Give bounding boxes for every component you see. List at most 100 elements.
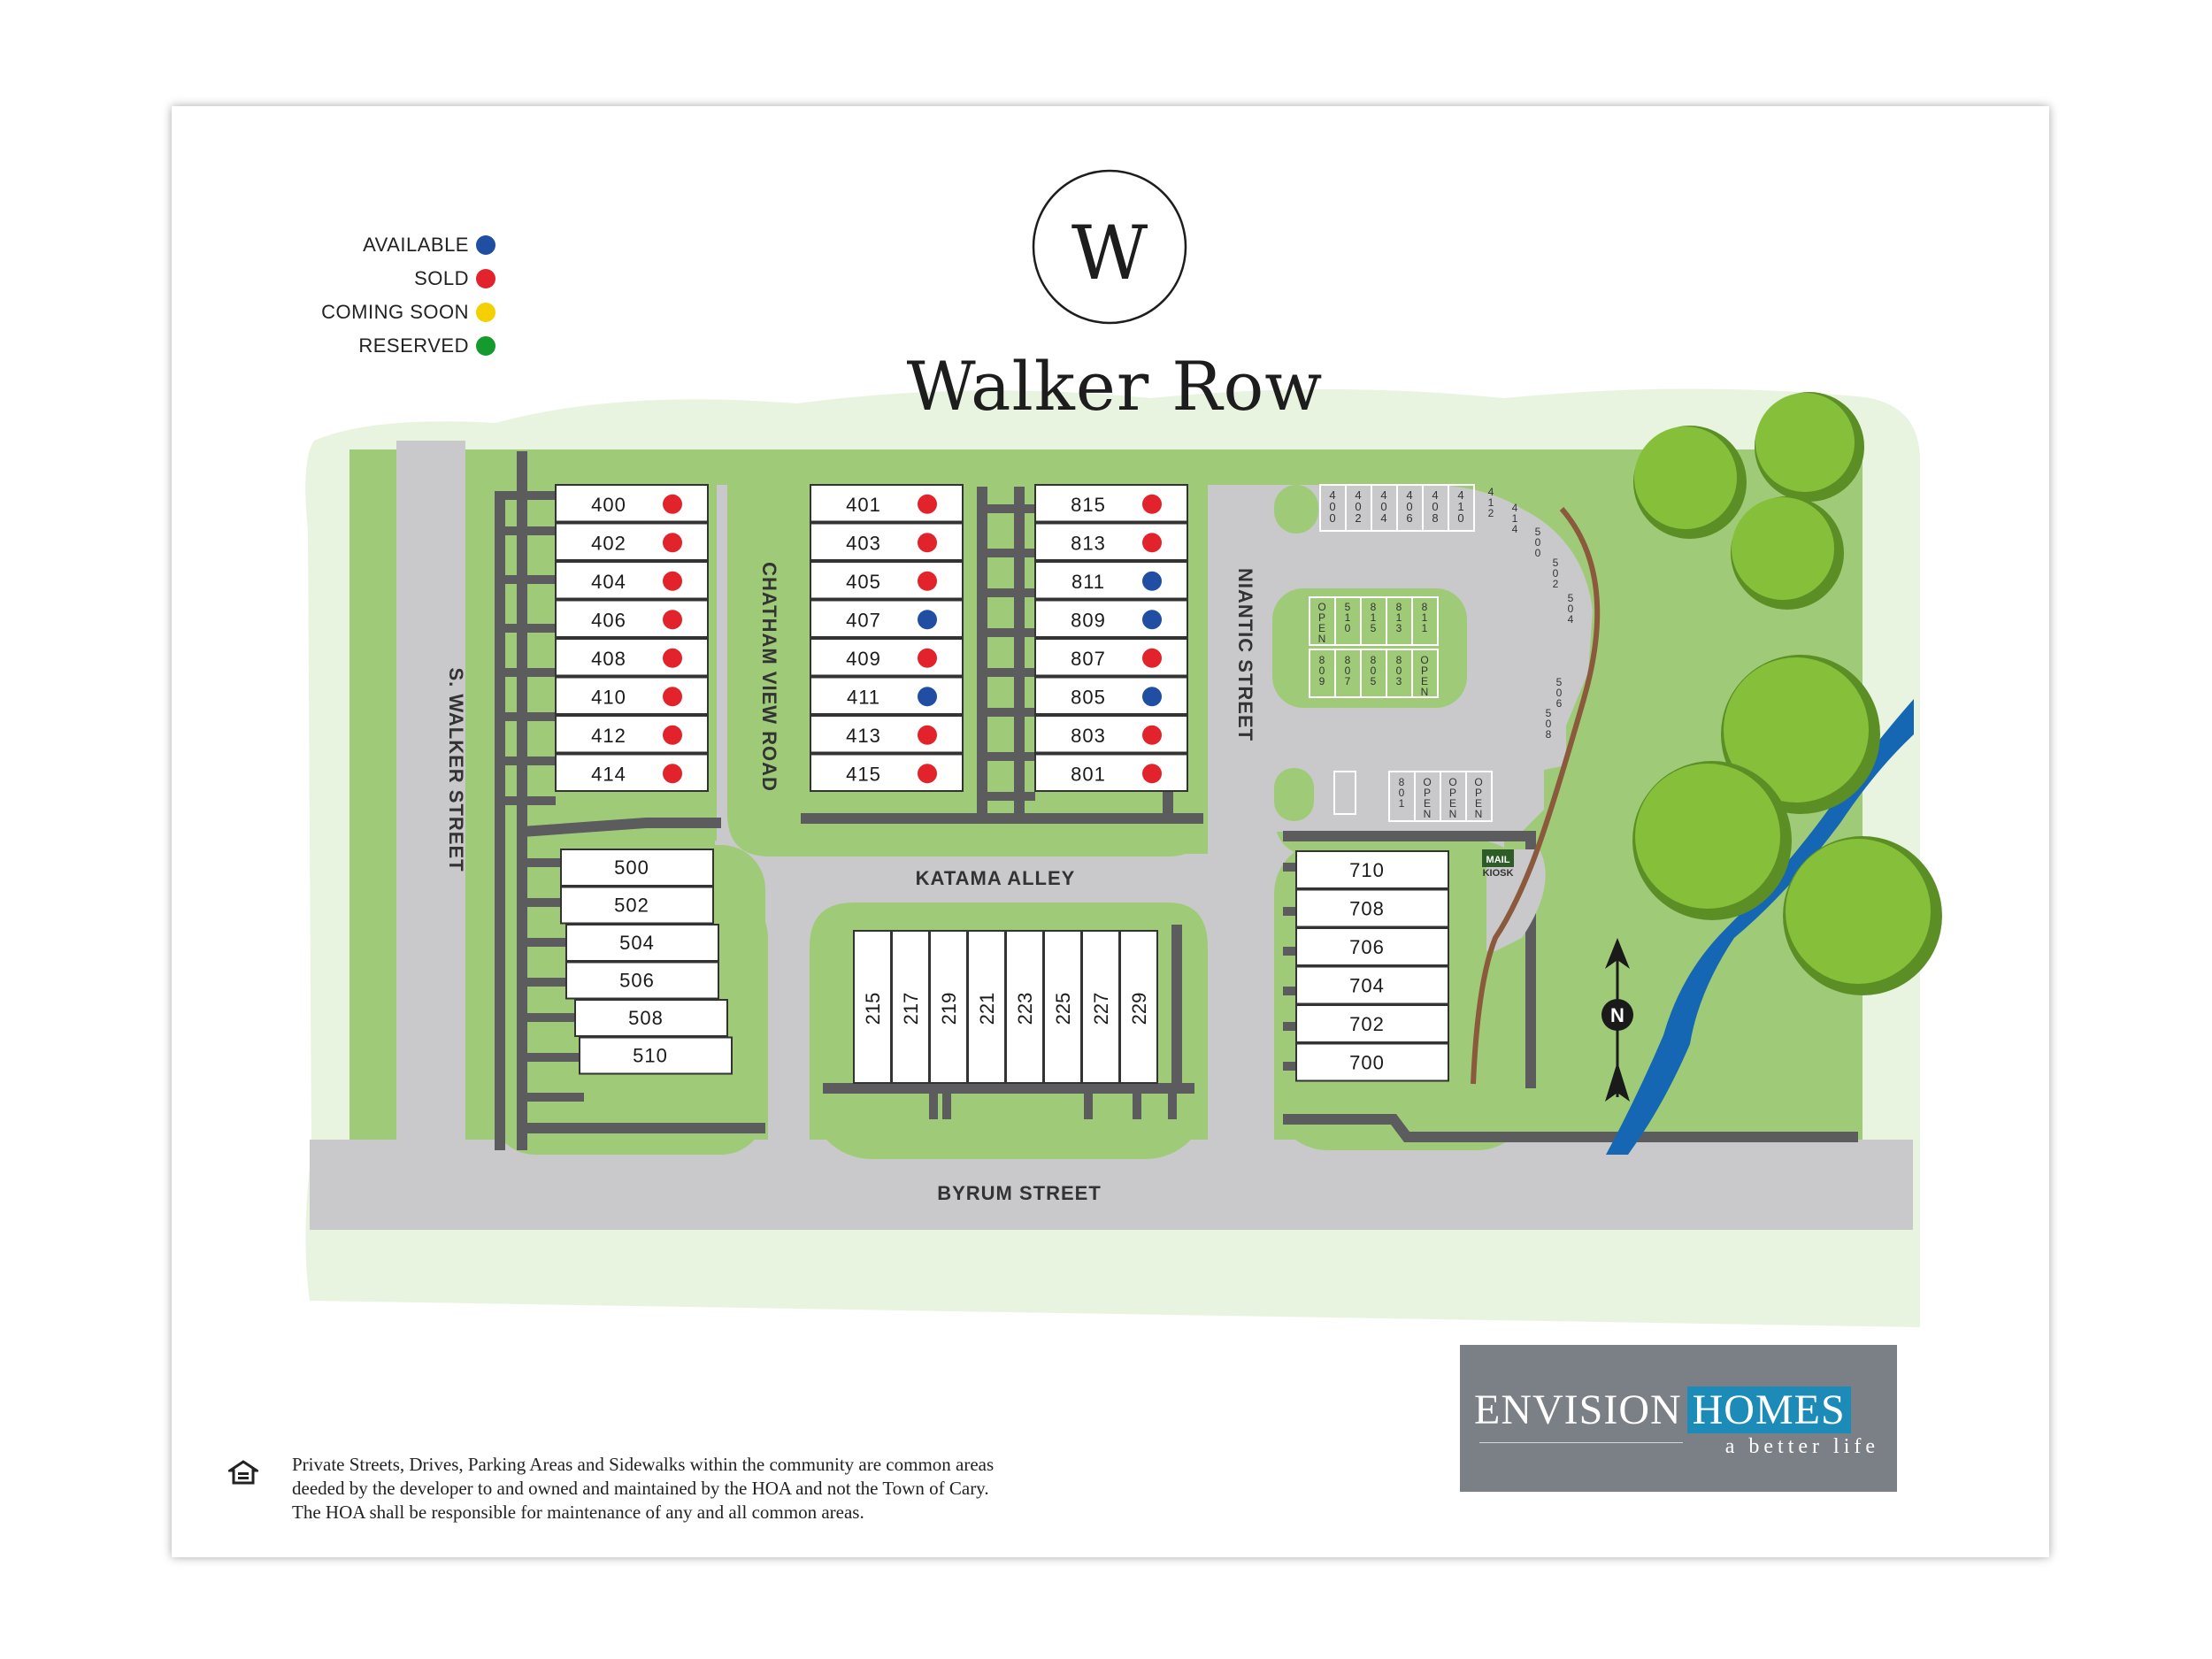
homesite-lot-815[interactable]: 815: [1034, 484, 1188, 523]
lot-status-dot-sold: [918, 533, 937, 553]
homesite-lot-702[interactable]: 702: [1295, 1004, 1449, 1043]
homesite-lot-704[interactable]: 704: [1295, 965, 1449, 1005]
homesite-lot-813[interactable]: 813: [1034, 522, 1188, 561]
homesite-lot-700[interactable]: 700: [1295, 1042, 1449, 1082]
lot-box: [1034, 638, 1188, 677]
lot-box: [810, 599, 964, 638]
parking-char: 0: [1396, 664, 1402, 677]
homesite-lot-403[interactable]: 403: [810, 522, 964, 561]
lot-number: 708: [1349, 898, 1385, 920]
homesite-lot-502[interactable]: 502: [560, 886, 714, 925]
homesite-lot-401[interactable]: 401: [810, 484, 964, 523]
street-label-niantic: NIANTIC STREET: [1234, 568, 1256, 741]
homesite-lot-227[interactable]: 227: [1081, 930, 1120, 1084]
lot-status-dot-sold: [918, 571, 937, 591]
parking-char: E: [1449, 797, 1456, 810]
homesite-lot-415[interactable]: 415: [810, 753, 964, 792]
parking-char: O: [1420, 654, 1428, 666]
lot-box: [1295, 888, 1449, 928]
parking-stall-label: 410: [1457, 488, 1463, 525]
street-label-s-walker: S. WALKER STREET: [445, 667, 467, 872]
homesite-lot-510[interactable]: 510: [579, 1036, 733, 1075]
homesite-lot-407[interactable]: 407: [810, 599, 964, 638]
parking-stall-label: 510: [1345, 601, 1351, 634]
lot-box: [967, 930, 1006, 1084]
lot-box: [555, 561, 709, 600]
homesite-lot-413[interactable]: 413: [810, 715, 964, 754]
homesite-lot-506[interactable]: 506: [565, 961, 719, 1000]
lot-box: [1295, 965, 1449, 1005]
lot-box: [1034, 753, 1188, 792]
lot-box: [810, 753, 964, 792]
sidewalk-stubs: [500, 491, 1296, 1119]
lot-number: 710: [1349, 859, 1385, 881]
homesite-lot-708[interactable]: 708: [1295, 888, 1449, 928]
homesite-lot-217[interactable]: 217: [891, 930, 930, 1084]
homesite-lot-500[interactable]: 500: [560, 849, 714, 887]
homesite-lot-219[interactable]: 219: [929, 930, 968, 1084]
mail-kiosk: [1482, 849, 1514, 867]
homesite-lot-221[interactable]: 221: [967, 930, 1006, 1084]
homesite-lot-706[interactable]: 706: [1295, 927, 1449, 966]
walker-row-logo: W: [1032, 169, 1187, 325]
homesite-lot-811[interactable]: 811: [1034, 561, 1188, 600]
homesite-lot-504[interactable]: 504: [565, 924, 719, 962]
homesite-lot-223[interactable]: 223: [1005, 930, 1044, 1084]
lot-status-dot-sold: [1142, 764, 1162, 784]
parking-char: 1: [1371, 611, 1377, 624]
parking-stall-label: 504: [1568, 592, 1574, 626]
parking-char: 5: [1345, 601, 1351, 613]
parking-stall-label: 506: [1556, 676, 1563, 710]
byrum-green-strip: [310, 1232, 1913, 1295]
homesite-lot-508[interactable]: 508: [574, 999, 728, 1037]
parking-char: 0: [1535, 536, 1541, 549]
homesite-lot-409[interactable]: 409: [810, 638, 964, 677]
homesite-lot-805[interactable]: 805: [1034, 676, 1188, 715]
parking-char: 0: [1355, 500, 1361, 513]
homesite-lot-414[interactable]: 414: [555, 753, 709, 792]
parking-char: 0: [1457, 511, 1463, 525]
lot-number: 412: [591, 725, 626, 747]
tree: [1634, 426, 1737, 529]
homesite-lot-412[interactable]: 412: [555, 715, 709, 754]
homesite-lot-406[interactable]: 406: [555, 599, 709, 638]
homesite-lot-225[interactable]: 225: [1043, 930, 1082, 1084]
parking-stall: [1411, 649, 1439, 698]
legend-dot-available: [476, 235, 495, 255]
homesite-lot-801[interactable]: 801: [1034, 753, 1188, 792]
homesite-lot-807[interactable]: 807: [1034, 638, 1188, 677]
parking-stall: [1411, 596, 1439, 646]
parking-stall-label: 404: [1380, 488, 1386, 525]
homesite-lot-400[interactable]: 400: [555, 484, 709, 523]
lot-number: 403: [846, 532, 881, 554]
parking-char: 0: [1371, 664, 1377, 677]
lot-number: 217: [900, 993, 922, 1025]
lot-number: 413: [846, 725, 881, 747]
homesite-lot-215[interactable]: 215: [853, 930, 892, 1084]
homesite-lot-402[interactable]: 402: [555, 522, 709, 561]
parking-stall: [1465, 771, 1493, 822]
homesite-lot-408[interactable]: 408: [555, 638, 709, 677]
homesite-lot-411[interactable]: 411: [810, 676, 964, 715]
homesite-lot-405[interactable]: 405: [810, 561, 964, 600]
parking-char: N: [1318, 633, 1326, 645]
homesite-lot-229[interactable]: 229: [1119, 930, 1158, 1084]
lot-box: [810, 676, 964, 715]
disclaimer-line: The HOA shall be responsible for mainten…: [292, 1502, 864, 1523]
parking-char: 0: [1319, 664, 1325, 677]
parking-char: 0: [1329, 511, 1335, 525]
parking-char: 1: [1399, 797, 1405, 810]
lot-status-dot-sold: [1142, 494, 1162, 514]
parking-stall-label: 813: [1396, 601, 1402, 634]
homesite-lot-809[interactable]: 809: [1034, 599, 1188, 638]
homesite-lot-410[interactable]: 410: [555, 676, 709, 715]
homesite-lot-404[interactable]: 404: [555, 561, 709, 600]
lot-box: [1034, 561, 1188, 600]
lot-number: 815: [1071, 494, 1106, 516]
homesite-lot-803[interactable]: 803: [1034, 715, 1188, 754]
lot-number: 813: [1071, 532, 1106, 554]
homesite-lot-710[interactable]: 710: [1295, 850, 1449, 889]
parking-char: 4: [1457, 488, 1463, 502]
creek: [1606, 699, 1914, 1155]
